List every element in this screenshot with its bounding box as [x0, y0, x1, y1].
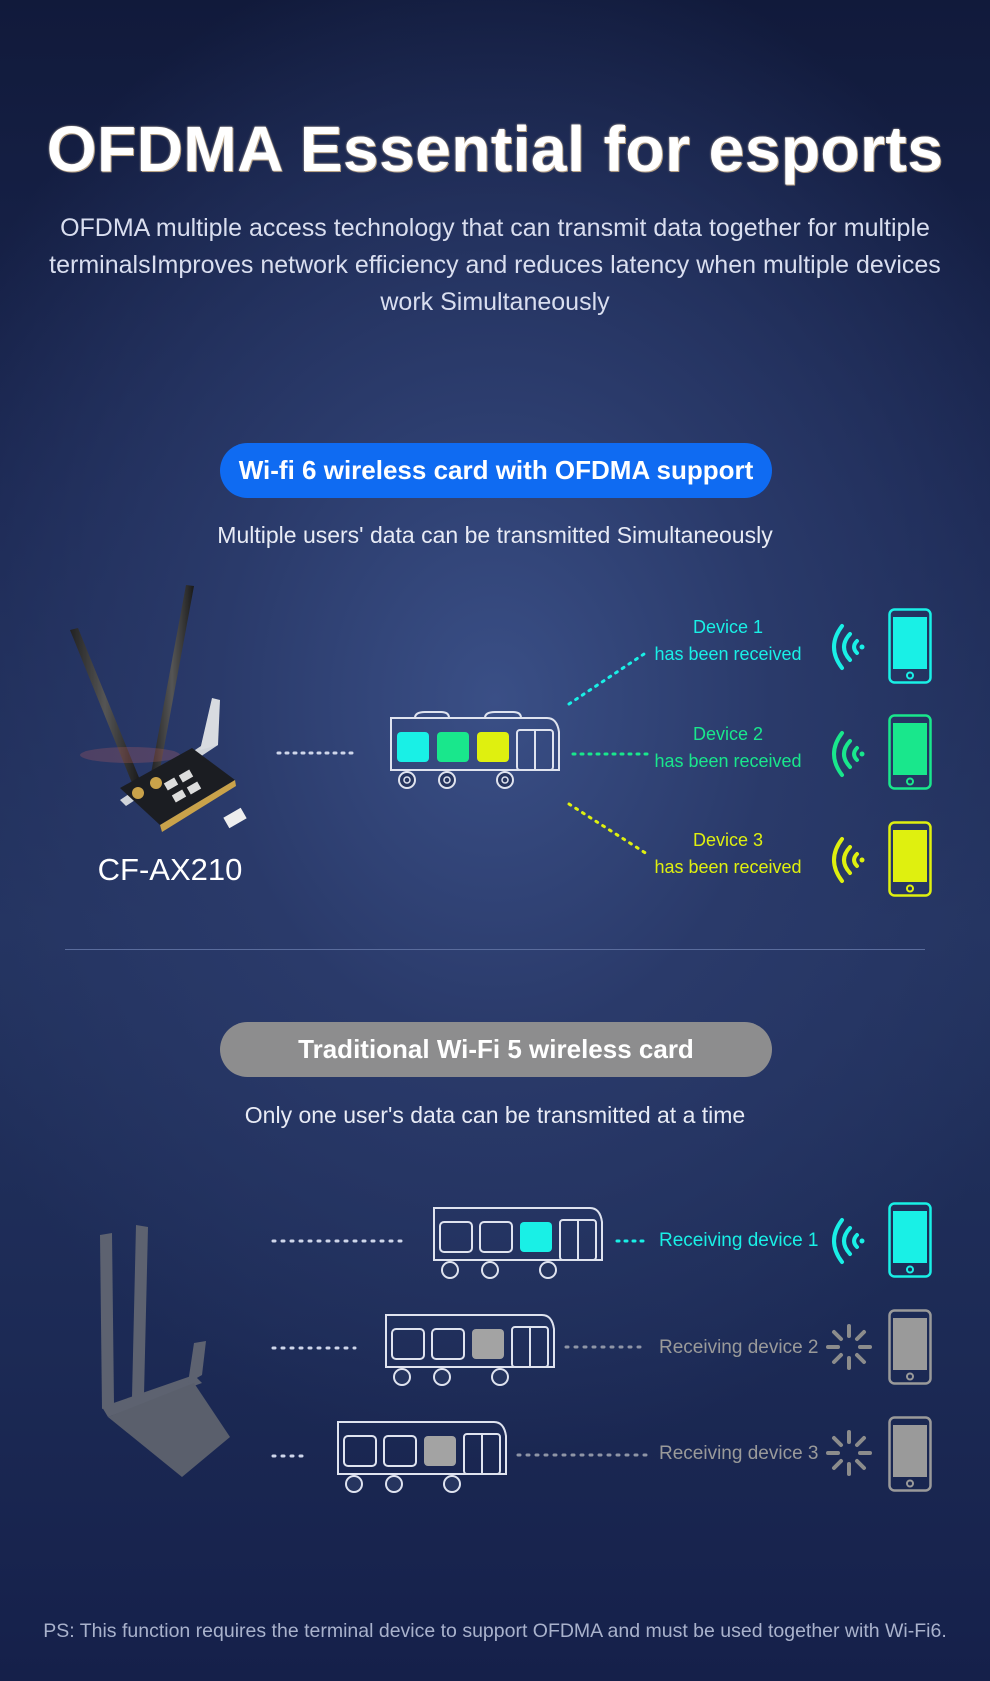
- page-title: OFDMA Essential for esports: [46, 113, 944, 185]
- loading-spinner-icon: [826, 1324, 872, 1370]
- wifi5-section-caption: Only one user's data can be transmitted …: [244, 1102, 746, 1128]
- page-subtitle: OFDMA multiple access technology that ca…: [49, 214, 941, 316]
- bus-icon: [385, 1314, 555, 1386]
- smartphone-icon: [888, 608, 932, 684]
- device-2-status: has been received: [654, 751, 802, 771]
- transmission-line: [516, 1453, 648, 1457]
- wifi-card-icon: [70, 585, 247, 832]
- transmission-line: [271, 1454, 307, 1458]
- smartphone-icon: [888, 1202, 932, 1278]
- signal-waves-icon: [832, 624, 865, 670]
- loading-spinner-icon: [826, 1430, 872, 1476]
- transmission-line: [276, 751, 356, 755]
- smartphone-icon: [888, 1416, 932, 1492]
- transmission-line: [271, 1346, 357, 1350]
- transmission-line: [564, 1345, 648, 1349]
- receiving-device-1-label: Receiving device 1: [659, 1230, 819, 1251]
- device-3-label: Device 3 has been received: [638, 827, 818, 881]
- device-3-status: has been received: [654, 857, 802, 877]
- device-3-name: Device 3: [692, 830, 764, 850]
- smartphone-icon: [888, 821, 932, 897]
- wifi-card-icon: [100, 1225, 230, 1477]
- device-2-name: Device 2: [692, 724, 764, 744]
- section-divider: [65, 949, 925, 950]
- receiving-device-3-label: Receiving device 3: [659, 1443, 819, 1464]
- smartphone-icon: [888, 1309, 932, 1385]
- fanout-lines: [567, 650, 649, 856]
- wifi5-section-pill: Traditional Wi-Fi 5 wireless card: [220, 1022, 772, 1077]
- bus-icon: [390, 711, 560, 789]
- signal-waves-icon: [832, 731, 865, 777]
- device-1-status: has been received: [654, 644, 802, 664]
- bus-icon: [433, 1207, 603, 1279]
- smartphone-icon: [888, 714, 932, 790]
- transmission-line: [615, 1239, 647, 1243]
- card-model-label: CF-AX210: [97, 852, 243, 887]
- wifi6-section-pill: Wi-fi 6 wireless card with OFDMA support: [220, 443, 772, 498]
- bus-icon: [337, 1421, 507, 1493]
- wifi6-section-caption: Multiple users' data can be transmitted …: [217, 522, 773, 548]
- receiving-device-2-label: Receiving device 2: [659, 1337, 819, 1358]
- signal-waves-icon: [832, 1218, 865, 1264]
- device-1-name: Device 1: [692, 617, 764, 637]
- footnote: PS: This function requires the terminal …: [43, 1620, 947, 1642]
- signal-waves-icon: [832, 837, 865, 883]
- device-1-label: Device 1 has been received: [638, 614, 818, 668]
- transmission-line: [271, 1239, 403, 1243]
- device-2-label: Device 2 has been received: [638, 721, 818, 775]
